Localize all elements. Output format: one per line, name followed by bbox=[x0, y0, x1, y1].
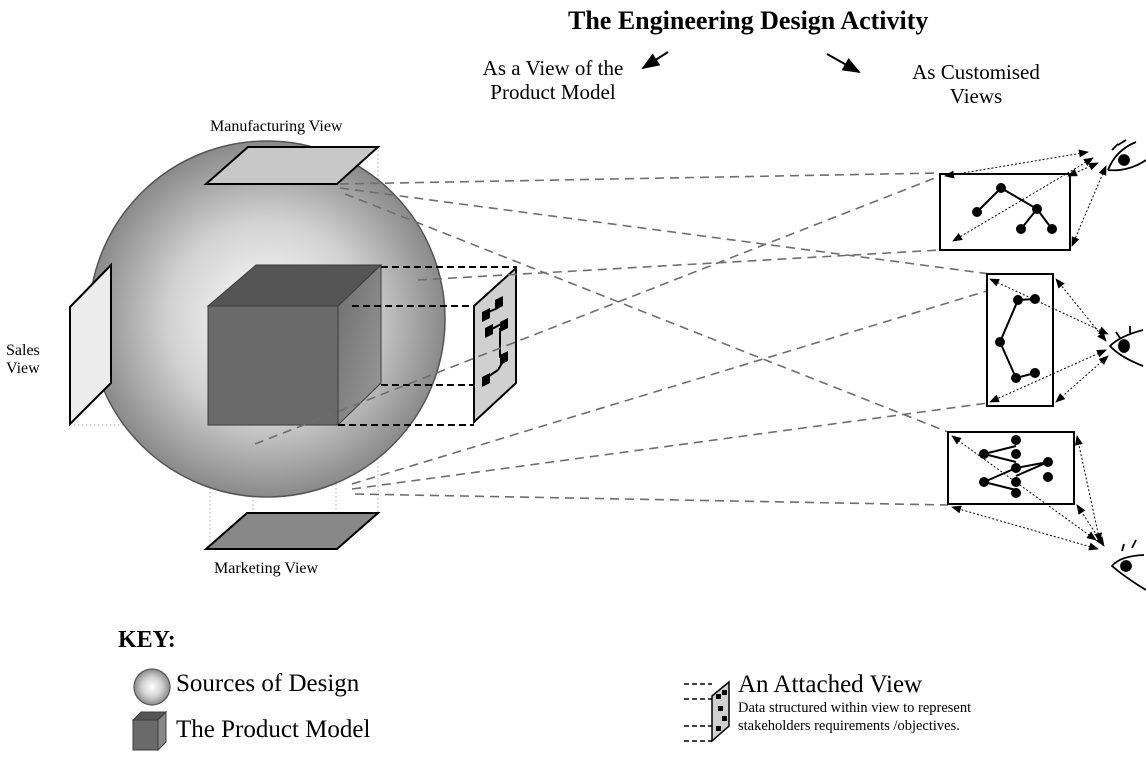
right-heading-arrow bbox=[826, 53, 861, 73]
eye-icon bbox=[1110, 539, 1146, 591]
manufacturing-view-plane bbox=[203, 146, 381, 185]
custom-view-tree bbox=[939, 173, 1071, 251]
marketing-view-label: Marketing View bbox=[214, 560, 319, 577]
left-heading: As a View of the Product Model bbox=[482, 56, 624, 105]
key-cube-icon bbox=[131, 710, 168, 752]
manufacturing-view-label: Manufacturing View bbox=[210, 118, 343, 135]
sales-view-label: Sales View bbox=[6, 342, 40, 378]
key-attached-view-desc-2: stakeholders requirements /objectives. bbox=[738, 718, 960, 734]
key-attached-view-title: An Attached View bbox=[738, 671, 923, 698]
key-product-model-label: The Product Model bbox=[176, 716, 371, 743]
marketing-view-plane bbox=[203, 512, 381, 550]
key-attached-view-desc-1: Data structured within view to represent bbox=[738, 700, 972, 716]
key-sphere-icon bbox=[133, 668, 171, 706]
attached-view-connectors bbox=[338, 266, 516, 426]
sales-view-plane bbox=[69, 262, 112, 427]
right-heading: As Customised Views bbox=[912, 60, 1040, 109]
custom-view-links bbox=[254, 172, 991, 506]
key-sources-label: Sources of Design bbox=[176, 670, 360, 697]
product-model-cube bbox=[206, 263, 383, 427]
diagram-title: The Engineering Design Activity bbox=[568, 6, 929, 35]
key-heading: KEY: bbox=[118, 627, 176, 653]
custom-view-chain bbox=[986, 273, 1054, 407]
left-heading-arrow bbox=[641, 51, 669, 70]
custom-view-star bbox=[947, 431, 1075, 505]
eye-view-arrows bbox=[944, 149, 1109, 551]
key-attached-view-icon bbox=[684, 680, 730, 743]
eye-icon bbox=[1108, 326, 1144, 367]
eye-icon bbox=[1107, 139, 1146, 172]
attached-view-panel bbox=[473, 265, 517, 425]
